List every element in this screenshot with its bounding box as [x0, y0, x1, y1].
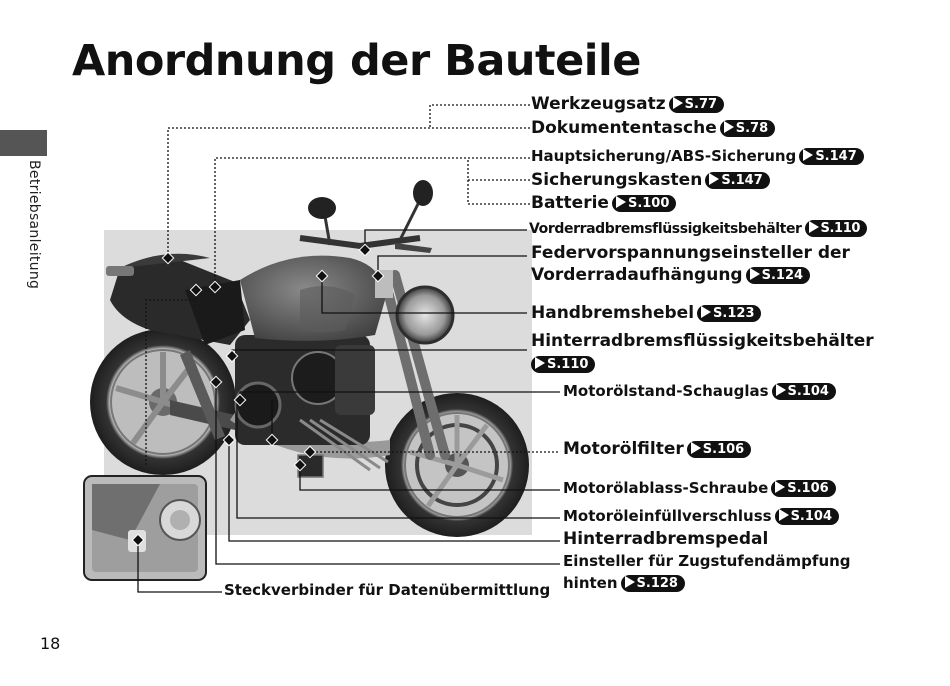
- arrow-right-icon: [672, 97, 683, 109]
- handlebar-and-mirrors: [299, 180, 433, 253]
- seat: [185, 280, 245, 345]
- page-ref-badge[interactable]: S.124: [745, 267, 811, 284]
- label-hinterradbremspedal: Hinterradbremspedal: [563, 529, 769, 549]
- arrow-right-icon: [615, 196, 626, 208]
- page-ref-badge[interactable]: S.104: [774, 508, 839, 525]
- arrow-right-icon: [723, 121, 734, 133]
- label-hinterradbremsfluessigkeitsbehaelter: Hinterradbremsflüssigkeitsbehälter S.110: [531, 331, 874, 373]
- exhaust-pipes: [230, 405, 390, 459]
- front-wheel: [385, 393, 529, 537]
- arrow-right-icon: [778, 509, 789, 521]
- page-ref-badge[interactable]: S.100: [611, 195, 677, 212]
- page-number: 18: [40, 634, 61, 653]
- arrow-right-icon: [749, 268, 760, 280]
- arrow-right-icon: [803, 149, 814, 161]
- connector-inset-photo: [83, 475, 207, 581]
- page-ref-badge[interactable]: S.110: [531, 356, 596, 373]
- section-tab-marker: [0, 130, 47, 156]
- arrow-right-icon: [690, 442, 701, 454]
- page-title: Anordnung der Bauteile: [72, 36, 641, 86]
- label-steckverbinder: Steckverbinder für Datenübermittlung: [224, 581, 551, 599]
- page-ref-badge[interactable]: S.106: [771, 480, 836, 497]
- page-ref-badge[interactable]: S.123: [697, 305, 762, 322]
- page-ref-badge[interactable]: S.110: [804, 220, 867, 237]
- headlight: [395, 285, 455, 345]
- arrow-right-icon: [808, 221, 819, 233]
- page-ref-badge[interactable]: S.147: [799, 148, 864, 165]
- page-ref-badge[interactable]: S.104: [771, 383, 836, 400]
- arrow-right-icon: [775, 481, 786, 493]
- arrow-right-icon: [624, 576, 635, 588]
- arrow-right-icon: [701, 306, 712, 318]
- rear-wheel: [90, 329, 236, 475]
- arrow-right-icon: [775, 384, 786, 396]
- page-ref-badge[interactable]: S.147: [705, 172, 770, 189]
- page-ref-badge[interactable]: S.77: [668, 96, 725, 113]
- page-ref-badge[interactable]: S.106: [686, 441, 752, 458]
- section-label: Betriebsanleitung: [26, 160, 42, 290]
- engine: [234, 335, 389, 478]
- page-ref-badge[interactable]: S.128: [620, 575, 685, 592]
- page-ref-badge[interactable]: S.78: [719, 120, 776, 137]
- label-federvorspannung: Federvorspannungseinsteller der Vorderra…: [531, 243, 850, 285]
- arrow-right-icon: [535, 357, 545, 369]
- arrow-right-icon: [709, 173, 720, 185]
